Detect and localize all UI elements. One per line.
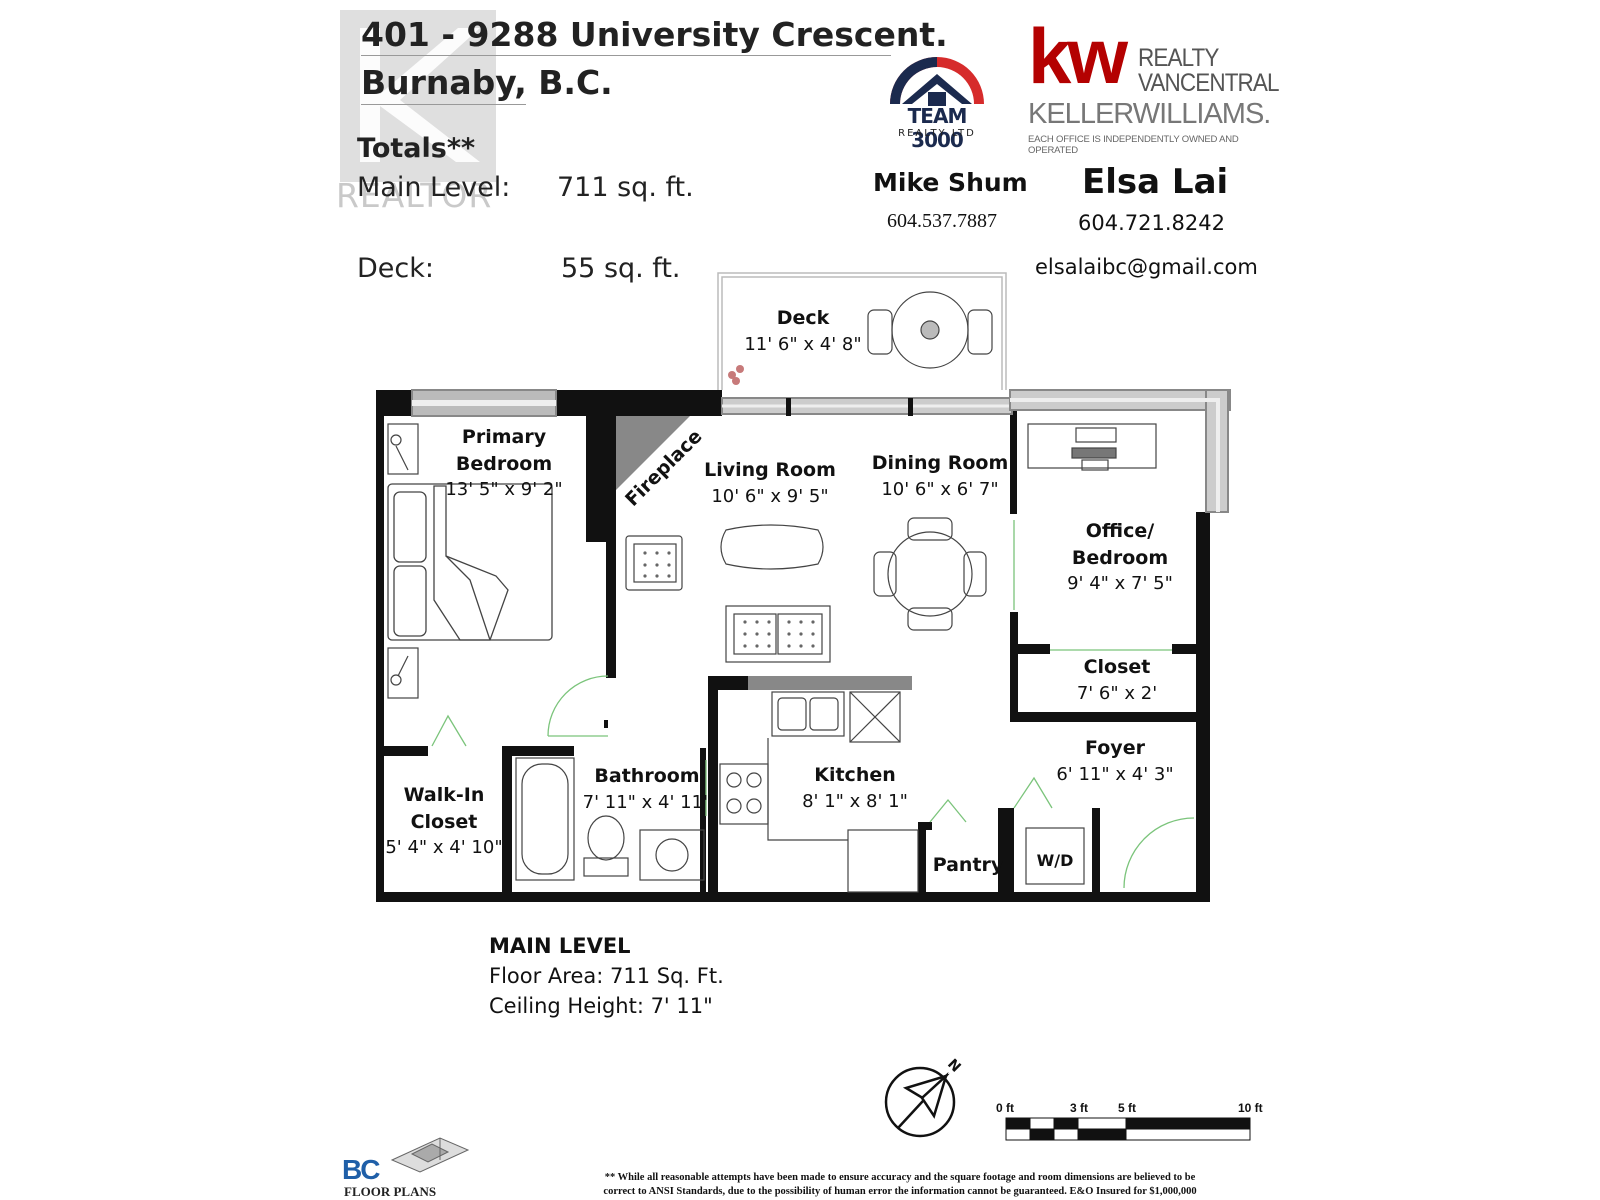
plant-icon bbox=[728, 365, 744, 385]
main-level-ceiling: Ceiling Height: 7' 11" bbox=[489, 993, 713, 1018]
address-line-1: 401 - 9288 University Crescent. bbox=[361, 15, 948, 54]
foyer-dims: 6' 11" x 4' 3" bbox=[1056, 763, 1174, 785]
walkin-closet-label: Walk-In Closet 5' 4" x 4' 10" bbox=[384, 782, 504, 860]
primary-bedroom-label: Primary Bedroom 13' 5" x 9' 2" bbox=[414, 424, 594, 502]
living-furniture bbox=[625, 524, 831, 663]
closet-label: Closet 7' 6" x 2' bbox=[1052, 654, 1182, 706]
deck-dims: 11' 6" x 4' 8" bbox=[744, 333, 862, 355]
deck-table-icon bbox=[867, 291, 993, 369]
window-walls bbox=[411, 389, 1231, 513]
kw-brand: KELLERWILLIAMS. bbox=[1028, 98, 1271, 130]
office-desk-icon bbox=[1027, 423, 1157, 471]
disclaimer-line-2: correct to ANSI Standards, due to the po… bbox=[603, 1185, 1197, 1197]
nightstand-icons bbox=[387, 423, 419, 699]
totals-deck-label: Deck: bbox=[357, 253, 434, 284]
office-name-1: Office/ bbox=[1085, 520, 1155, 542]
kitchen-dims: 8' 1" x 8' 1" bbox=[802, 790, 908, 812]
office-label: Office/ Bedroom 9' 4" x 7' 5" bbox=[1050, 518, 1190, 596]
deck-outline bbox=[717, 272, 1007, 390]
deck-name: Deck bbox=[776, 307, 830, 329]
agent-elsa-phone: 604.721.8242 bbox=[1078, 211, 1225, 235]
team3000-name: TEAM 3000 bbox=[907, 104, 968, 152]
walkin-dims: 5' 4" x 4' 10" bbox=[385, 837, 503, 859]
dining-table-icon bbox=[873, 517, 987, 631]
bed-icon bbox=[387, 483, 553, 641]
team3000-sub: REALTY LTD bbox=[898, 128, 976, 139]
deck-label: Deck 11' 6" x 4' 8" bbox=[742, 305, 864, 357]
office-dims: 9' 4" x 7' 5" bbox=[1067, 573, 1173, 595]
agent-elsa-name: Elsa Lai bbox=[1082, 162, 1229, 202]
team3000-house-icon bbox=[890, 57, 984, 106]
address-underline bbox=[361, 55, 891, 56]
office-name-2: Bedroom bbox=[1071, 546, 1169, 569]
kw-vancentral: VANCENTRAL bbox=[1138, 69, 1280, 97]
team3000-logo: TEAM 3000 REALTY LTD bbox=[882, 52, 992, 152]
dining-room-name: Dining Room bbox=[871, 452, 1009, 474]
main-level-floor-area: Floor Area: 711 Sq. Ft. bbox=[489, 963, 724, 988]
closet-name: Closet bbox=[1083, 656, 1151, 678]
totals-main-label: Main Level: bbox=[357, 172, 511, 203]
totals-heading: Totals** bbox=[357, 133, 476, 164]
scale-label-5: 5 ft bbox=[1118, 1101, 1136, 1115]
bc-mark: BC bbox=[342, 1154, 380, 1185]
bathroom-label: Bathroom 7' 11" x 4' 11" bbox=[582, 763, 712, 815]
scale-bar bbox=[1005, 1117, 1251, 1141]
bc-floorplans-icon bbox=[390, 1137, 470, 1173]
scale-label-10: 10 ft bbox=[1238, 1101, 1263, 1115]
walkin-name-2: Closet bbox=[410, 810, 478, 833]
realtor-watermark-text: REALTOR bbox=[336, 176, 493, 215]
realtor-logo-icon bbox=[340, 10, 496, 182]
cushion-dots bbox=[643, 551, 815, 648]
disclaimer-line-1: ** While all reasonable attempts have be… bbox=[604, 1172, 1196, 1183]
fireplace-shape bbox=[616, 416, 690, 490]
realtor-watermark: REALTOR bbox=[336, 8, 498, 215]
foyer-label: Foyer 6' 11" x 4' 3" bbox=[1040, 735, 1190, 787]
address-line-2: Burnaby, B.C. bbox=[361, 63, 613, 102]
living-room-name: Living Room bbox=[704, 459, 836, 481]
living-room-dims: 10' 6" x 9' 5" bbox=[711, 485, 829, 507]
walkin-name-1: Walk-In bbox=[403, 784, 485, 806]
bc-floorplans-text: FLOOR PLANS bbox=[344, 1184, 437, 1199]
agent-mike-name: Mike Shum bbox=[873, 168, 1028, 197]
wd-label: W/D bbox=[1026, 848, 1084, 873]
agent-mike-phone: 604.537.7887 bbox=[887, 210, 997, 232]
totals-deck-value: 55 sq. ft. bbox=[561, 253, 681, 284]
pantry-label: Pantry bbox=[928, 852, 1008, 879]
dining-room-label: Dining Room 10' 6" x 6' 7" bbox=[870, 450, 1010, 502]
closet-dims: 7' 6" x 2' bbox=[1076, 682, 1158, 704]
main-level-info: MAIN LEVEL Floor Area: 711 Sq. Ft. Ceili… bbox=[489, 932, 724, 1021]
doors bbox=[431, 520, 1195, 889]
wd-name: W/D bbox=[1036, 851, 1074, 870]
scale-label-0: 0 ft bbox=[996, 1101, 1014, 1115]
kw-realty: REALTY bbox=[1138, 44, 1219, 72]
totals-main-value: 711 sq. ft. bbox=[557, 172, 694, 203]
bathroom-name: Bathroom bbox=[594, 765, 700, 787]
primary-bedroom-dims: 13' 5" x 9' 2" bbox=[445, 479, 563, 501]
pantry-name: Pantry bbox=[932, 854, 1004, 876]
kw-mark: kw bbox=[1028, 12, 1128, 100]
kitchen-label: Kitchen 8' 1" x 8' 1" bbox=[795, 762, 915, 814]
dining-room-dims: 10' 6" x 6' 7" bbox=[881, 478, 999, 500]
walls bbox=[376, 390, 1210, 902]
main-level-heading: MAIN LEVEL bbox=[489, 934, 631, 958]
kw-tagline: EACH OFFICE IS INDEPENDENTLY OWNED AND O… bbox=[1028, 134, 1239, 156]
compass-icon bbox=[884, 1066, 956, 1138]
disclaimer: ** While all reasonable attempts have be… bbox=[540, 1171, 1260, 1198]
living-room-label: Living Room 10' 6" x 9' 5" bbox=[700, 457, 840, 509]
bathroom-fixtures bbox=[515, 757, 705, 881]
kw-logo: kw REALTY VANCENTRAL KELLERWILLIAMS. EAC… bbox=[1028, 12, 1280, 156]
kitchen-name: Kitchen bbox=[814, 764, 896, 786]
kitchen-fixtures bbox=[719, 691, 1085, 893]
bathroom-dims: 7' 11" x 4' 11" bbox=[582, 791, 712, 813]
primary-bedroom-name: Primary Bedroom bbox=[455, 426, 553, 475]
scale-label-3: 3 ft bbox=[1070, 1101, 1088, 1115]
foyer-name: Foyer bbox=[1085, 737, 1145, 759]
agent-elsa-email[interactable]: elsalaibc@gmail.com bbox=[1035, 255, 1258, 279]
address-underline-2 bbox=[361, 104, 526, 105]
